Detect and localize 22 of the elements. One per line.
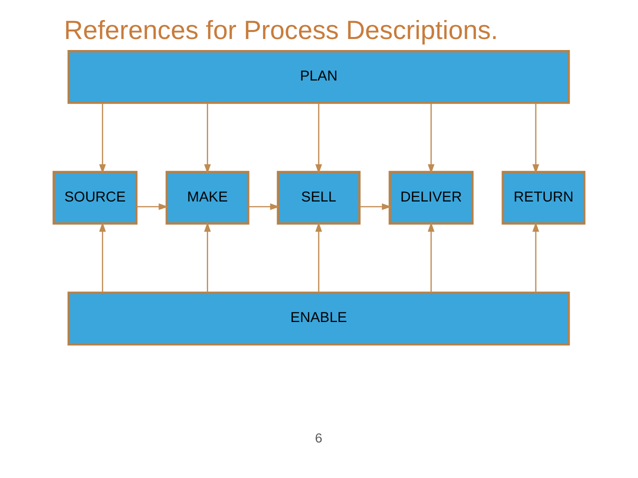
arrow — [428, 103, 434, 174]
arrow — [428, 222, 434, 293]
arrow — [248, 203, 280, 210]
arrow — [204, 103, 211, 174]
arrow — [204, 222, 211, 293]
node-box: SELL — [276, 170, 361, 225]
label: 6 — [315, 430, 322, 446]
node-box: PLAN — [68, 50, 570, 104]
arrow — [136, 203, 168, 210]
node-box: RETURN — [502, 170, 586, 225]
node-box: ENABLE — [68, 292, 570, 346]
arrow — [99, 103, 106, 174]
node-box: SOURCE — [52, 170, 138, 225]
node-box: DELIVER — [388, 170, 474, 225]
arrow — [532, 103, 540, 174]
arrow — [532, 222, 540, 293]
arrow — [315, 222, 322, 293]
arrow — [99, 222, 106, 293]
arrow — [315, 103, 322, 174]
arrow — [360, 203, 392, 210]
node-box: MAKE — [166, 170, 250, 225]
diagram-title: References for Process Descriptions. — [64, 14, 498, 45]
